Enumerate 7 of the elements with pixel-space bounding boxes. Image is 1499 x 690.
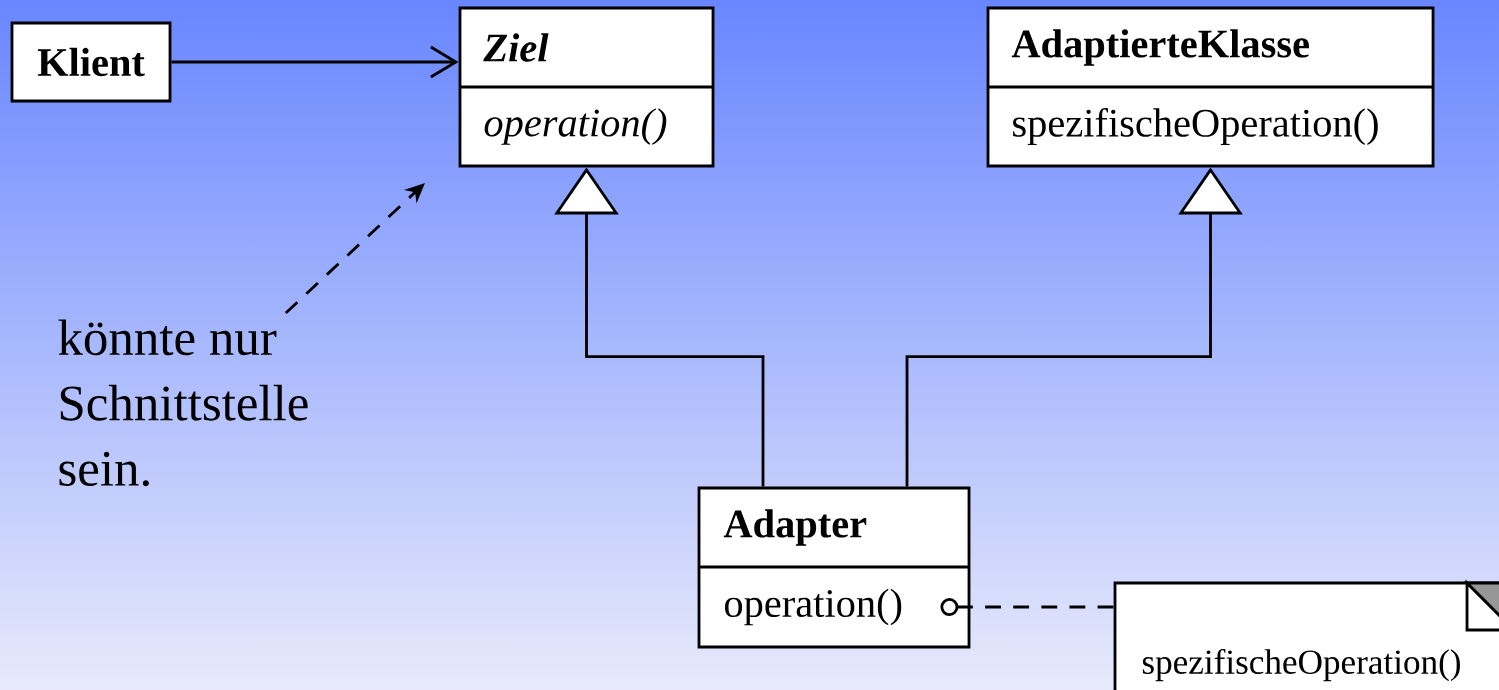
class-box: AdaptierteKlasse spezifischeOperation() xyxy=(986,6,1435,168)
annotation-text: könnte nur Schnittstelle sein. xyxy=(58,319,308,487)
class-box: Ziel operation() xyxy=(458,6,715,168)
class-box: Klient xyxy=(10,21,172,103)
class-box: Adapter operation() xyxy=(697,486,971,649)
arrow xyxy=(171,45,459,79)
note-link xyxy=(940,598,1114,616)
